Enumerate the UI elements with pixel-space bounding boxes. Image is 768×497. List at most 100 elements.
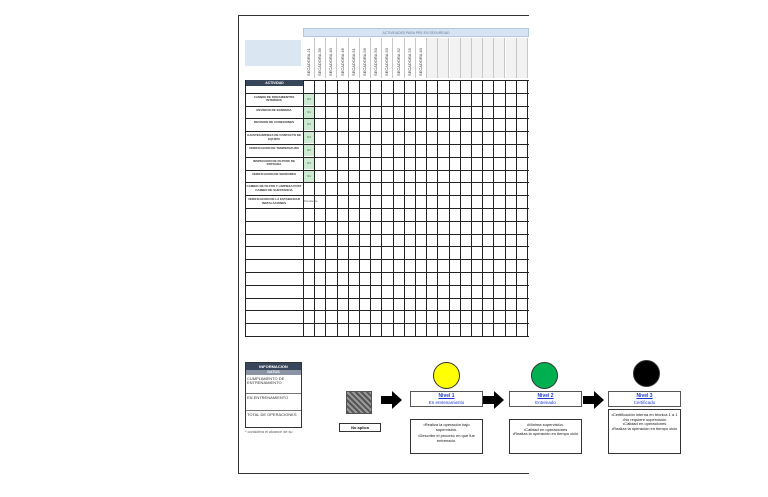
not-applicable-label: No aplica <box>339 423 381 432</box>
column-header: SECADORA 39 <box>315 38 327 78</box>
level-3-line: •Certificación interna en técnica 1 a 1 <box>611 412 678 417</box>
column-header: SECADORA 32 <box>394 38 405 78</box>
level-2-body: •Mínima supervisión. •Calidad en operaci… <box>509 419 582 454</box>
grid-row-line <box>245 272 529 273</box>
grid-col-line <box>303 80 304 336</box>
column-header-label: SECADORA 50 <box>373 48 379 76</box>
grid-row-line <box>245 156 529 158</box>
column-header: SECADORA 40 <box>326 38 338 78</box>
grid-col-line <box>415 80 416 336</box>
grid-col-line <box>314 80 316 336</box>
grid-row-line <box>245 246 529 248</box>
column-header <box>472 38 483 78</box>
activity-label: REVISION DE BANDERA <box>256 107 292 112</box>
grid-row-line <box>245 297 529 299</box>
grid-row-line <box>245 80 529 81</box>
grid-col-line <box>381 80 383 336</box>
info-title: INFORMACION <box>246 363 301 370</box>
activity-label: VERIFICACION DE TEMPERATURA <box>248 146 300 150</box>
info-row-total: TOTAL DE OPERACIONES <box>247 412 297 417</box>
info-row-training: EN ENTRENAMIENTO <box>246 394 301 411</box>
column-header-label: SECADORA 56 <box>362 48 367 76</box>
level-1-color-icon <box>433 362 460 389</box>
grid-row-line <box>245 323 529 325</box>
level-1-header: Nivel 1 En entrenamiento <box>410 391 483 407</box>
level-3-subtitle: Certificado <box>633 400 656 405</box>
grid-row-line <box>245 220 529 222</box>
column-header <box>427 38 439 78</box>
activity-label: INSPECCION DE FILTROS DE ENTRADA <box>252 158 296 167</box>
column-header: SECADORA 33 <box>382 38 394 78</box>
status-cell: N1 <box>304 93 314 105</box>
status-cell: Pendiente <box>304 199 318 204</box>
level-2-color-icon <box>531 362 558 389</box>
column-header: SECADORA 51 <box>349 38 360 78</box>
column-header <box>438 38 450 78</box>
grid-row-line <box>245 169 529 171</box>
grid-row-line <box>245 310 529 312</box>
grid-col-line <box>336 80 338 336</box>
activity-label: AJUSTE/LIMPIEZA DE CONTACTO DE EQUIPO <box>246 133 302 141</box>
grid-col-line <box>504 80 506 336</box>
grid-row-line <box>245 118 529 120</box>
column-header: SECADORA 50 <box>371 38 383 78</box>
grid-row-line <box>245 182 529 184</box>
grid-row-line <box>245 233 529 235</box>
column-header-label: SECADORA 40 <box>328 48 334 76</box>
grid-col-line <box>437 80 439 336</box>
grid-row-line <box>245 105 529 107</box>
level-2-subtitle: Entrenado <box>535 400 556 405</box>
level-2-line: •Calidad en operaciones <box>523 426 568 432</box>
grid-row-line <box>245 131 529 133</box>
grid-col-line <box>347 80 349 336</box>
activity-label: VERIFICACION DE LA ESTABILIDAD INSTALACI… <box>247 197 300 205</box>
column-header <box>449 38 461 78</box>
column-header: SECADORA 21 <box>304 38 315 78</box>
level-3-line: •No requiere supervisión <box>622 416 667 422</box>
column-header-label: SECADORA 40 <box>418 48 423 76</box>
column-header-label: SECADORA 21 <box>306 48 311 76</box>
grid-col-line <box>482 80 484 336</box>
title-cell <box>245 40 301 66</box>
grid-col-line <box>325 80 327 336</box>
grid-col-line <box>448 80 450 336</box>
footnote: * considera el alcance de su <box>245 430 293 434</box>
column-header-label: SECADORA 32 <box>395 48 401 76</box>
header-bar: ACTIVIDADES PARA PRE EN SEGURIDAD <box>303 28 529 37</box>
level-1-title: Nivel 1 <box>438 393 455 399</box>
grid-row-line <box>245 336 529 337</box>
matrix-grid <box>245 80 529 337</box>
level-2-line: •Mínima supervisión. <box>527 422 564 427</box>
activity-header: ACTIVIDAD <box>246 80 303 86</box>
activity-label: CAMBIO DE FILTRO Y LIMPIEZA POST CAMBIO … <box>246 184 302 192</box>
level-3-line: •Calidad en operaciones <box>622 421 667 427</box>
status-cell: N1 <box>304 145 314 156</box>
level-2-line: •Realiza la operación en tiempo ciclo <box>512 431 579 437</box>
grid-col-line <box>426 80 428 336</box>
grid-row-line <box>245 92 529 94</box>
level-1-body: •Realiza la operación bajo supervisión. … <box>410 419 483 454</box>
info-box: INFORMACION DATOS CUMPLIMIENTO DE ENTREN… <box>245 362 302 428</box>
level-3-line: •Realiza la operación en tiempo ciclo <box>611 425 678 431</box>
grid-col-line <box>392 80 394 336</box>
grid-row-line <box>245 144 529 145</box>
column-header <box>460 38 472 78</box>
status-cell: N1 <box>304 170 314 182</box>
level-1-subtitle: En entrenamiento <box>428 400 465 405</box>
level-1-line: •Realiza la operación bajo supervisión. <box>423 422 470 432</box>
grid-col-line <box>527 80 528 336</box>
info-row-compliance: CUMPLIMIENTO DE ENTRENAMIENTO <box>246 375 301 394</box>
level-2-title: Nivel 2 <box>537 393 554 399</box>
not-applicable-swatch <box>346 391 372 414</box>
column-header: SECADORA 40 <box>416 38 427 78</box>
grid-col-line <box>359 80 360 336</box>
grid-col-line <box>459 80 461 336</box>
column-header-label: SECADORA 39 <box>317 48 323 76</box>
status-cell: N1 <box>304 157 314 169</box>
grid-col-line <box>403 80 405 336</box>
column-header-label: SECADORA 33 <box>384 48 390 76</box>
column-header <box>505 38 517 78</box>
column-header-label: SECADORA 25 <box>406 48 412 76</box>
grid-row-line <box>245 208 529 209</box>
column-header-label: SECADORA 51 <box>350 48 356 76</box>
